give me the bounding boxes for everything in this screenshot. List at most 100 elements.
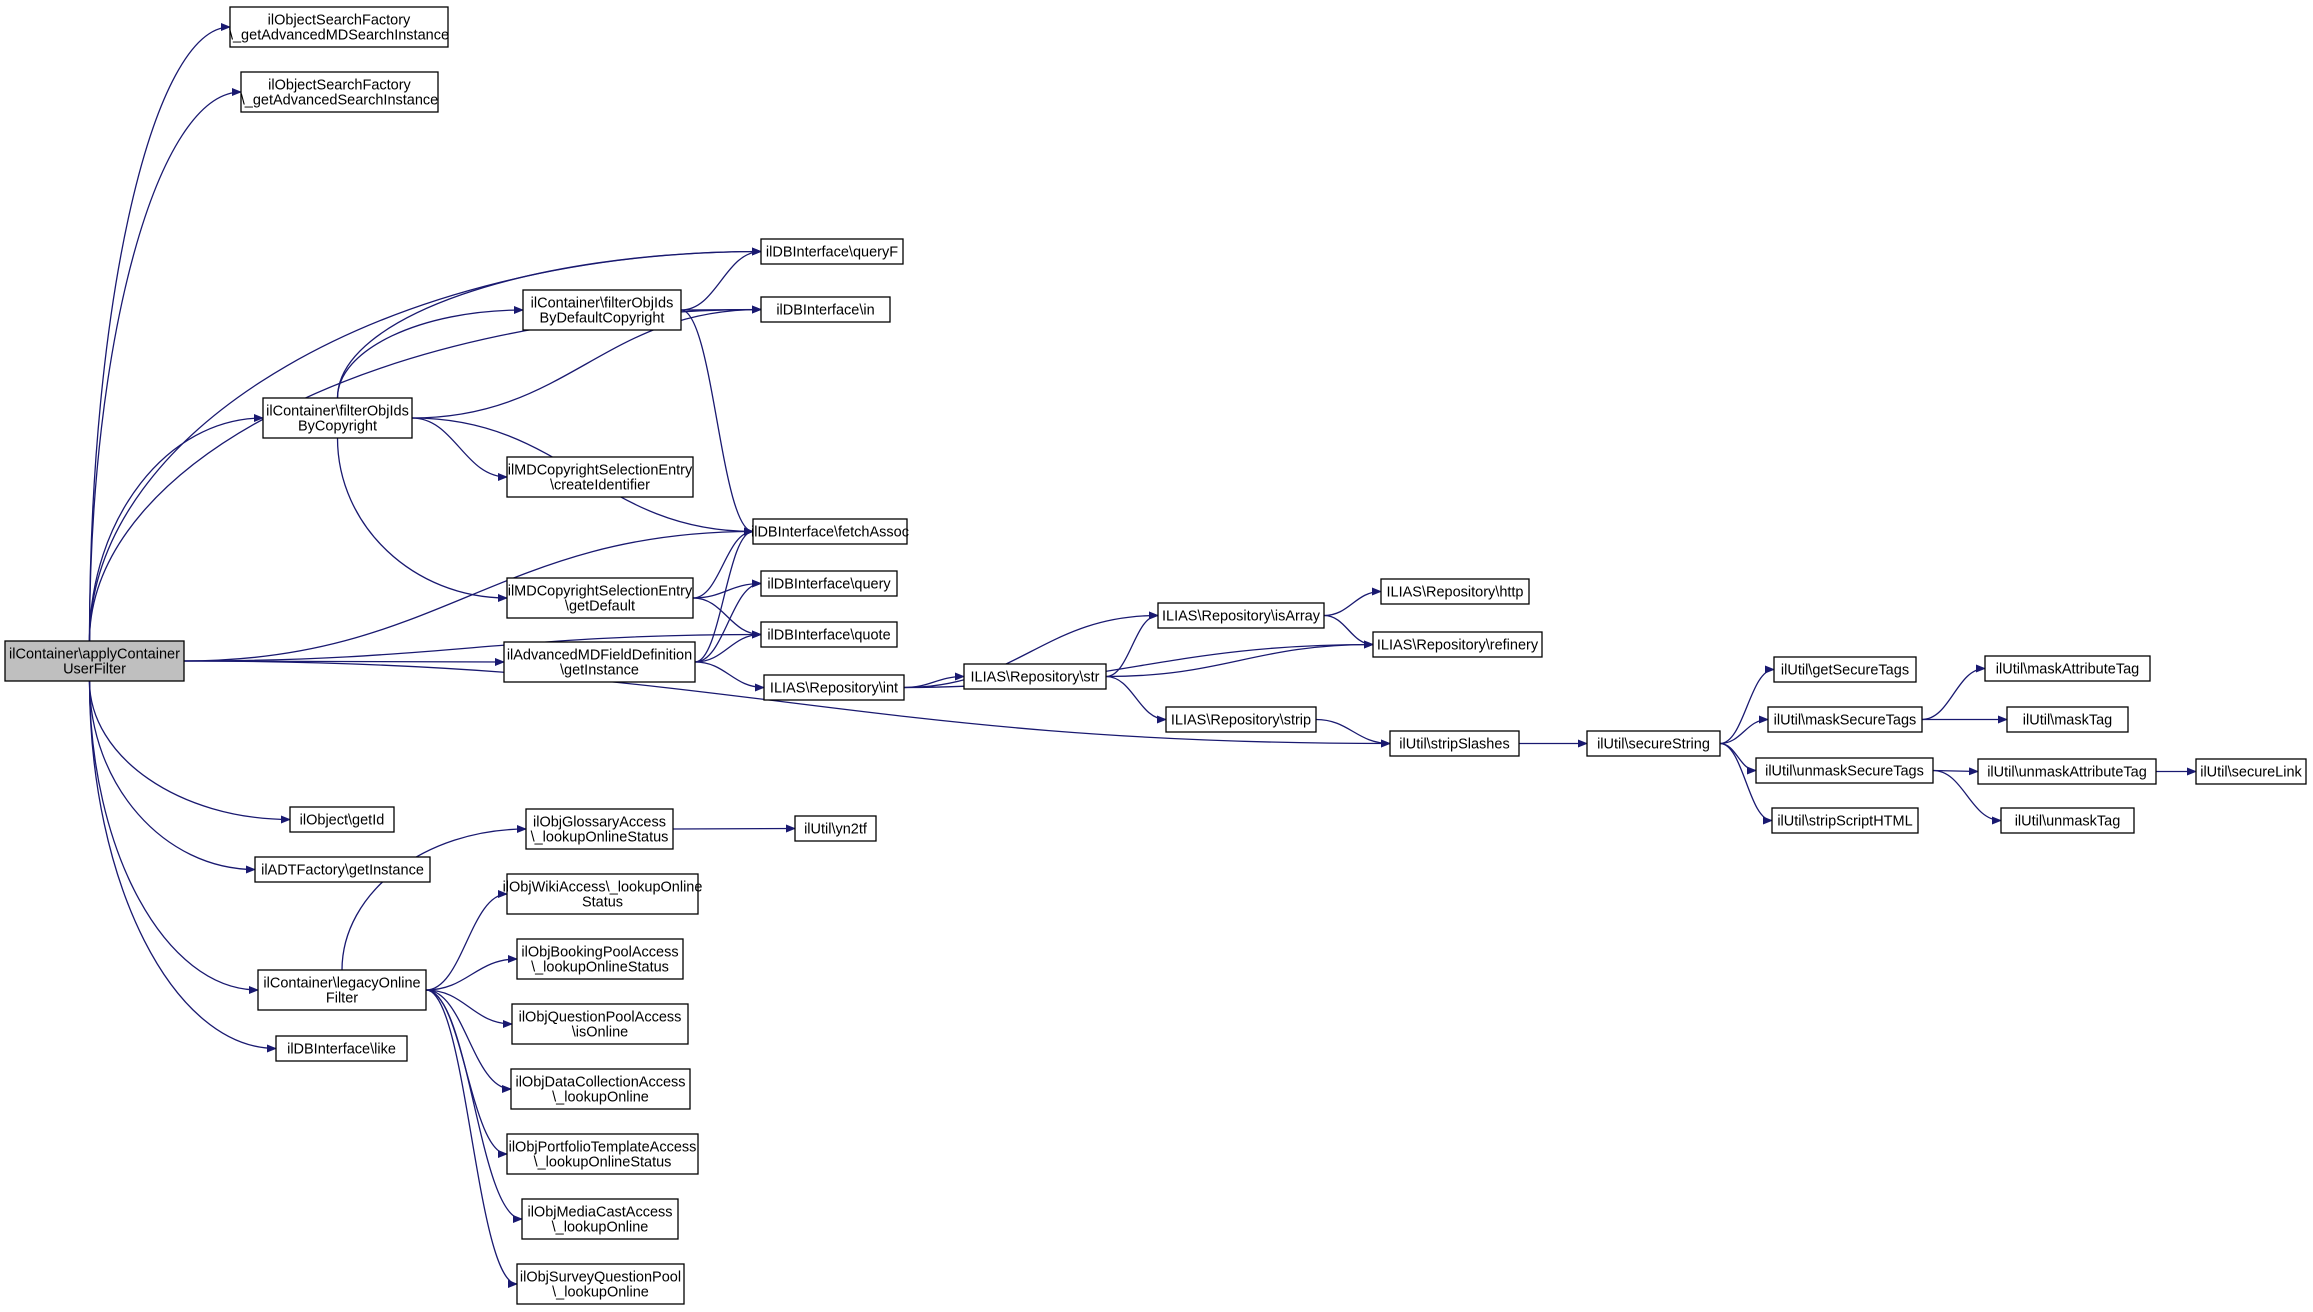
edge-filter-copyright-to-filter-default — [336, 306, 524, 399]
node-label: ILIAS\Repository\str — [971, 670, 1100, 686]
node-mask-tag[interactable]: ilUtil\maskTag — [2006, 706, 2129, 733]
node-box — [1977, 758, 2157, 785]
node-box — [516, 1263, 685, 1305]
edge-root-to-adv-md-search — [88, 23, 231, 642]
node-unmask-attr[interactable]: ilUtil\unmaskAttributeTag — [1977, 758, 2157, 785]
node-label: ilObjBookingPoolAccess — [521, 945, 678, 961]
node-label: ilDBInterface\like — [287, 1042, 396, 1058]
edge-legacy-online-to-media-cast — [425, 989, 523, 1223]
node-label: Filter — [326, 991, 358, 1007]
node-mask-secure-tags[interactable]: ilUtil\maskSecureTags — [1767, 706, 1923, 733]
node-label: \getInstance — [560, 663, 639, 679]
node-obj-getid[interactable]: ilObject\getId — [289, 806, 395, 833]
node-label: ilMDCopyrightSelectionEntry — [508, 584, 693, 600]
node-query[interactable]: ilDBInterface\query — [760, 570, 898, 597]
node-label: ilUtil\unmaskAttributeTag — [1987, 765, 2147, 781]
node-label: ilObjPortfolioTemplateAccess — [509, 1140, 697, 1156]
node-label: ilDBInterface\fetchAssoc — [751, 525, 909, 541]
node-adv-field[interactable]: ilAdvancedMDFieldDefinition\getInstance — [503, 641, 696, 683]
node-strip-script[interactable]: ilUtil\stripScriptHTML — [1771, 807, 1919, 834]
node-portfolio[interactable]: ilObjPortfolioTemplateAccess\_lookupOnli… — [506, 1133, 699, 1175]
node-repo-isarray[interactable]: ILIAS\Repository\isArray — [1157, 602, 1325, 629]
edge-legacy-online-to-survey — [425, 989, 518, 1288]
node-repo-strip[interactable]: ILIAS\Repository\strip — [1165, 706, 1317, 733]
node-secure-string[interactable]: ilUtil\secureString — [1586, 730, 1721, 757]
node-box — [511, 1003, 689, 1045]
node-label: UserFilter — [63, 662, 126, 678]
node-yn2tf[interactable]: ilUtil\yn2tf — [794, 815, 877, 842]
edge-repo-str-to-repo-isarray — [1105, 611, 1159, 678]
edge-repo-str-to-repo-strip — [1105, 675, 1167, 724]
node-label: ByDefaultCopyright — [540, 311, 665, 327]
node-label: ilUtil\maskSecureTags — [1774, 713, 1917, 729]
node-label: ilDBInterface\quote — [767, 628, 890, 644]
node-survey[interactable]: ilObjSurveyQuestionPool\_lookupOnline — [516, 1263, 685, 1305]
edge-layer — [88, 23, 2197, 1288]
node-label: ilObjSurveyQuestionPool — [520, 1270, 681, 1286]
node-md-create[interactable]: ilMDCopyrightSelectionEntry\createIdenti… — [506, 456, 694, 498]
node-db-like[interactable]: ilDBInterface\like — [275, 1035, 408, 1062]
node-box — [1389, 730, 1520, 757]
node-repo-int[interactable]: ILIAS\Repository\int — [763, 674, 905, 701]
node-label: ilAdvancedMDFieldDefinition — [507, 648, 692, 664]
node-wiki[interactable]: ilObjWikiAccess\_lookupOnlineStatus — [503, 873, 703, 915]
node-md-default[interactable]: ilMDCopyrightSelectionEntry\getDefault — [506, 577, 694, 619]
node-unmask-tag[interactable]: ilUtil\unmaskTag — [2000, 807, 2135, 834]
node-repo-str[interactable]: ILIAS\Repository\str — [963, 663, 1107, 690]
edge-filter-default-to-fetchAssoc — [680, 309, 754, 536]
node-label: ilUtil\unmaskSecureTags — [1765, 764, 1924, 780]
edge-secure-string-to-get-secure-tags — [1719, 665, 1775, 745]
node-label: ilUtil\yn2tf — [804, 822, 868, 838]
node-label: ilObjectSearchFactory — [268, 13, 411, 29]
node-strip-slashes[interactable]: ilUtil\stripSlashes — [1389, 730, 1520, 757]
node-quote[interactable]: ilDBInterface\quote — [760, 621, 898, 648]
node-booking[interactable]: ilObjBookingPoolAccess\_lookupOnlineStat… — [516, 938, 684, 980]
node-box — [1755, 757, 1934, 784]
node-label: ILIAS\Repository\strip — [1171, 713, 1311, 729]
node-media-cast[interactable]: ilObjMediaCastAccess\_lookupOnline — [521, 1198, 679, 1240]
edge-filter-copyright-to-md-create — [411, 417, 508, 481]
node-label: ilUtil\secureString — [1597, 737, 1710, 753]
node-label: ByCopyright — [298, 419, 377, 435]
node-get-secure-tags[interactable]: ilUtil\getSecureTags — [1773, 656, 1917, 683]
node-queryF[interactable]: ilDBInterface\queryF — [760, 238, 904, 265]
node-repo-http[interactable]: ILIAS\Repository\http — [1380, 578, 1530, 605]
node-box — [760, 296, 891, 323]
node-filter-default[interactable]: ilContainer\filterObjIdsByDefaultCopyrig… — [522, 289, 682, 331]
node-label: \_lookupOnline — [552, 1220, 649, 1236]
node-mask-attr[interactable]: ilUtil\maskAttributeTag — [1984, 655, 2151, 682]
node-box — [2195, 758, 2307, 785]
node-in[interactable]: ilDBInterface\in — [760, 296, 891, 323]
node-data-collection[interactable]: ilObjDataCollectionAccess\_lookupOnline — [510, 1068, 691, 1110]
node-repo-refinery[interactable]: ILIAS\Repository\refinery — [1372, 631, 1543, 658]
node-adv-md-search[interactable]: ilObjectSearchFactory\_getAdvancedMDSear… — [229, 6, 449, 48]
edge-root-to-db-like — [88, 680, 277, 1053]
node-secure-link[interactable]: ilUtil\secureLink — [2195, 758, 2307, 785]
edge-repo-isarray-to-repo-refinery — [1323, 614, 1374, 649]
node-box — [229, 6, 449, 48]
node-box — [275, 1035, 408, 1062]
node-glossary[interactable]: ilObjGlossaryAccess\_lookupOnlineStatus — [525, 808, 674, 850]
node-adv-search[interactable]: ilObjectSearchFactory\_getAdvancedSearch… — [240, 71, 439, 113]
node-box — [4, 640, 185, 682]
node-box — [240, 71, 439, 113]
edge-mask-secure-tags-to-mask-attr — [1921, 664, 1986, 721]
node-box — [1165, 706, 1317, 733]
node-question-pool[interactable]: ilObjQuestionPoolAccess\isOnline — [511, 1003, 689, 1045]
node-unmask-secure-tags[interactable]: ilUtil\unmaskSecureTags — [1755, 757, 1934, 784]
node-label: ILIAS\Repository\int — [770, 681, 898, 697]
node-box — [1157, 602, 1325, 629]
node-adt-factory[interactable]: ilADTFactory\getInstance — [254, 856, 431, 883]
edge-root-to-adt-factory — [88, 680, 256, 874]
edge-filter-default-to-in — [680, 305, 762, 314]
edge-filter-copyright-to-md-default — [336, 437, 508, 602]
node-box — [760, 570, 898, 597]
node-label: \getDefault — [565, 599, 635, 615]
node-fetchAssoc[interactable]: ilDBInterface\fetchAssoc — [751, 518, 909, 545]
node-box — [2000, 807, 2135, 834]
